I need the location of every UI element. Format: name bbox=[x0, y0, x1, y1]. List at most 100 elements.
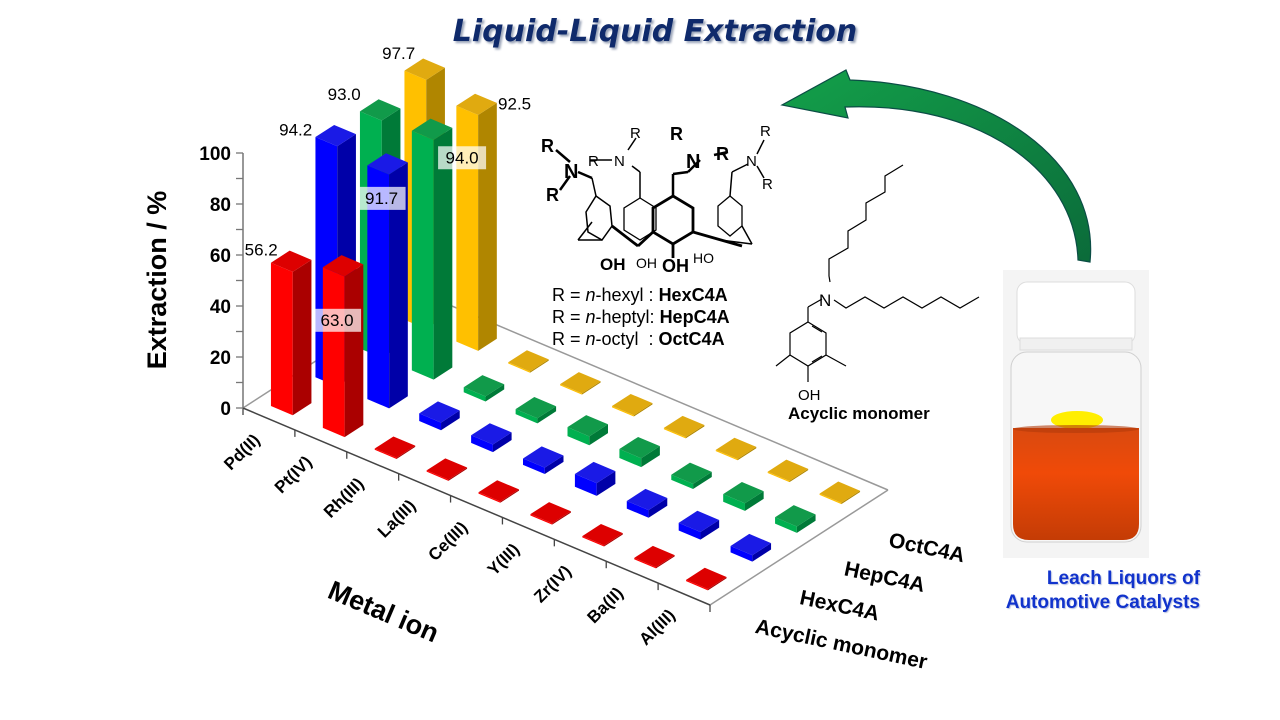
bar bbox=[456, 93, 497, 351]
category-label: Zr(IV) bbox=[530, 562, 575, 607]
category-label: Pt(IV) bbox=[271, 452, 316, 497]
data-label-bg bbox=[438, 146, 487, 170]
y-tick-label: 20 bbox=[210, 348, 231, 369]
bar bbox=[530, 502, 571, 525]
data-label: 94.0 bbox=[446, 148, 479, 167]
category-label: Y(III) bbox=[484, 540, 523, 579]
bar bbox=[612, 393, 653, 417]
acyclic-monomer-structure bbox=[775, 164, 980, 382]
bar bbox=[582, 523, 623, 547]
y-tick-label: 60 bbox=[210, 246, 231, 267]
bottle-photo bbox=[1003, 270, 1149, 558]
r-label: R bbox=[670, 124, 683, 144]
bar bbox=[478, 480, 519, 503]
calixarene-structure bbox=[555, 137, 765, 258]
series-label: OctC4A bbox=[887, 529, 967, 568]
series-label: HexC4A bbox=[798, 586, 882, 625]
bar bbox=[574, 461, 616, 496]
data-label-bg bbox=[313, 308, 362, 332]
n-label: N bbox=[686, 151, 700, 173]
compound-name: HepC4A bbox=[659, 307, 730, 327]
bar bbox=[367, 153, 408, 409]
category-label: Ba(II) bbox=[584, 584, 627, 627]
calixarene-atom-labels: R N R R N R R N R R N R OH OH OH HO bbox=[541, 123, 773, 276]
bar bbox=[678, 510, 720, 540]
floor-right-edge bbox=[709, 489, 889, 606]
n-label: N bbox=[746, 153, 757, 170]
r-label: R bbox=[541, 136, 554, 156]
series-label: HepC4A bbox=[842, 558, 927, 597]
bar bbox=[419, 401, 460, 431]
bar bbox=[775, 505, 816, 533]
y-axis-title: Extraction / % bbox=[142, 191, 172, 370]
bar bbox=[663, 415, 705, 439]
r-definition-row: R = n-heptyl: HepC4A bbox=[552, 307, 730, 327]
compound-name: OctC4A bbox=[658, 329, 725, 349]
bar bbox=[322, 255, 364, 438]
oh-label: OH bbox=[636, 255, 657, 271]
y-tick-label: 0 bbox=[220, 399, 231, 420]
r-label: R bbox=[716, 144, 729, 164]
bar bbox=[723, 482, 764, 511]
oh-label: OH bbox=[600, 255, 626, 274]
r-label: R bbox=[546, 185, 559, 205]
bar bbox=[515, 397, 557, 424]
bar bbox=[471, 423, 512, 453]
compound-name: HexC4A bbox=[658, 285, 728, 305]
data-label-bg bbox=[357, 186, 406, 210]
data-label: 93.0 bbox=[328, 85, 361, 104]
bar bbox=[671, 462, 712, 490]
bar bbox=[686, 567, 727, 591]
monomer-oh-label: OH bbox=[798, 387, 821, 404]
y-tick-label: 40 bbox=[210, 297, 231, 318]
category-label: Al(III) bbox=[635, 605, 678, 648]
x-axis-line bbox=[242, 407, 711, 606]
y-tick-label: 80 bbox=[210, 195, 231, 216]
category-label: Rh(III) bbox=[320, 474, 367, 521]
bar bbox=[619, 436, 660, 468]
data-label: 92.5 bbox=[498, 94, 531, 113]
bar bbox=[626, 488, 668, 518]
oh-label: HO bbox=[693, 250, 714, 266]
monomer-n-label: N bbox=[819, 291, 831, 310]
category-label: La(III) bbox=[374, 496, 419, 541]
figure-title: Liquid-Liquid Extraction bbox=[452, 14, 858, 49]
bar bbox=[463, 375, 505, 402]
bar bbox=[523, 446, 564, 475]
n-label: N bbox=[564, 161, 578, 183]
data-label: 94.2 bbox=[279, 121, 312, 140]
data-label: 56.2 bbox=[245, 240, 278, 259]
bar bbox=[819, 481, 861, 505]
bar bbox=[374, 436, 416, 459]
bar bbox=[567, 415, 608, 446]
r-definition-row: R = n-octyl : OctC4A bbox=[552, 329, 725, 349]
n-label: N bbox=[614, 153, 625, 170]
floor-back-edge bbox=[420, 292, 889, 491]
r-label: R bbox=[588, 153, 599, 170]
bar bbox=[411, 118, 453, 380]
oh-label: OH bbox=[662, 256, 689, 276]
bar bbox=[270, 250, 312, 416]
bar bbox=[715, 437, 757, 461]
r-group-definitions: R = n-hexyl : HexC4A R = n-heptyl: HepC4… bbox=[552, 284, 730, 350]
category-label: Pd(II) bbox=[220, 430, 263, 473]
series-label: Acyclic monomer bbox=[753, 615, 929, 674]
data-label: 97.7 bbox=[382, 44, 415, 63]
r-label: R bbox=[762, 176, 773, 193]
monomer-caption: Acyclic monomer bbox=[788, 404, 930, 423]
curved-arrow-icon bbox=[780, 69, 1092, 263]
photo-caption: Leach Liquors of Automotive Catalysts bbox=[1005, 568, 1200, 613]
bar bbox=[730, 533, 772, 562]
category-label: Ce(III) bbox=[424, 518, 471, 565]
bar bbox=[634, 545, 675, 569]
r-definition-row: R = n-hexyl : HexC4A bbox=[552, 285, 728, 305]
x-axis-title: Metal ion bbox=[324, 575, 443, 648]
data-label: 91.7 bbox=[365, 189, 398, 208]
bar bbox=[426, 458, 468, 481]
r-label: R bbox=[630, 125, 641, 142]
data-label: 63.0 bbox=[321, 311, 354, 330]
bar bbox=[767, 459, 809, 483]
y-tick-label: 100 bbox=[199, 144, 231, 165]
